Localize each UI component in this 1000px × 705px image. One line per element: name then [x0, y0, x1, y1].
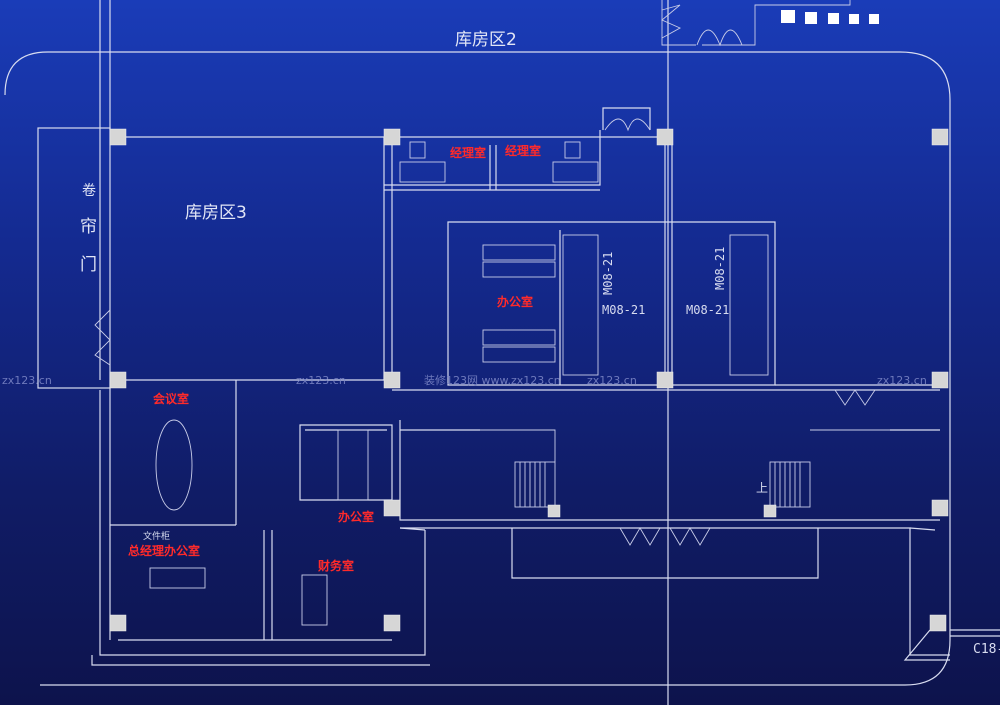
- roller-door: [37, 127, 111, 389]
- room-label-finance: 财务室: [317, 558, 354, 573]
- room-label-gm-office: 总经理办公室: [128, 543, 200, 558]
- room-label-small-office: 办公室: [338, 509, 374, 524]
- stair-up-label: 上: [756, 481, 768, 495]
- roller-door-label: 门: [80, 255, 97, 275]
- watermark: zx123.cn: [587, 374, 637, 387]
- zone-label-warehouse-2: 库房区2: [455, 30, 517, 50]
- top-entrance: [661, 0, 851, 47]
- structural-columns: [109, 128, 949, 632]
- door-code: M08-21: [713, 247, 727, 290]
- watermark: zx123.cn: [2, 374, 52, 387]
- room-label-manager-1: 经理室: [450, 145, 486, 160]
- door-code: M08-21: [601, 252, 615, 295]
- zone-label-warehouse-3: 库房区3: [185, 203, 247, 223]
- door-code: M08-21: [602, 303, 645, 317]
- watermark: 装修123网 www.zx123.cn: [424, 373, 561, 387]
- watermark: zx123.cn: [296, 374, 346, 387]
- walls: [91, 107, 1000, 666]
- room-label-manager-2: 经理室: [505, 143, 541, 158]
- roller-door-label: 卷: [82, 183, 96, 199]
- door-code: M08-21: [686, 303, 729, 317]
- window-code: C18-: [973, 642, 1000, 657]
- watermark: zx123.cn: [877, 374, 927, 387]
- room-label-open-office: 办公室: [497, 294, 533, 309]
- site-boundary: [4, 51, 951, 686]
- stairs: [480, 429, 890, 508]
- furniture: [149, 141, 769, 626]
- file-cabinet-label: 文件柜: [143, 530, 170, 542]
- roller-door-label: 帘: [80, 217, 97, 237]
- white-squares: [781, 10, 879, 24]
- room-label-meeting: 会议室: [153, 391, 189, 406]
